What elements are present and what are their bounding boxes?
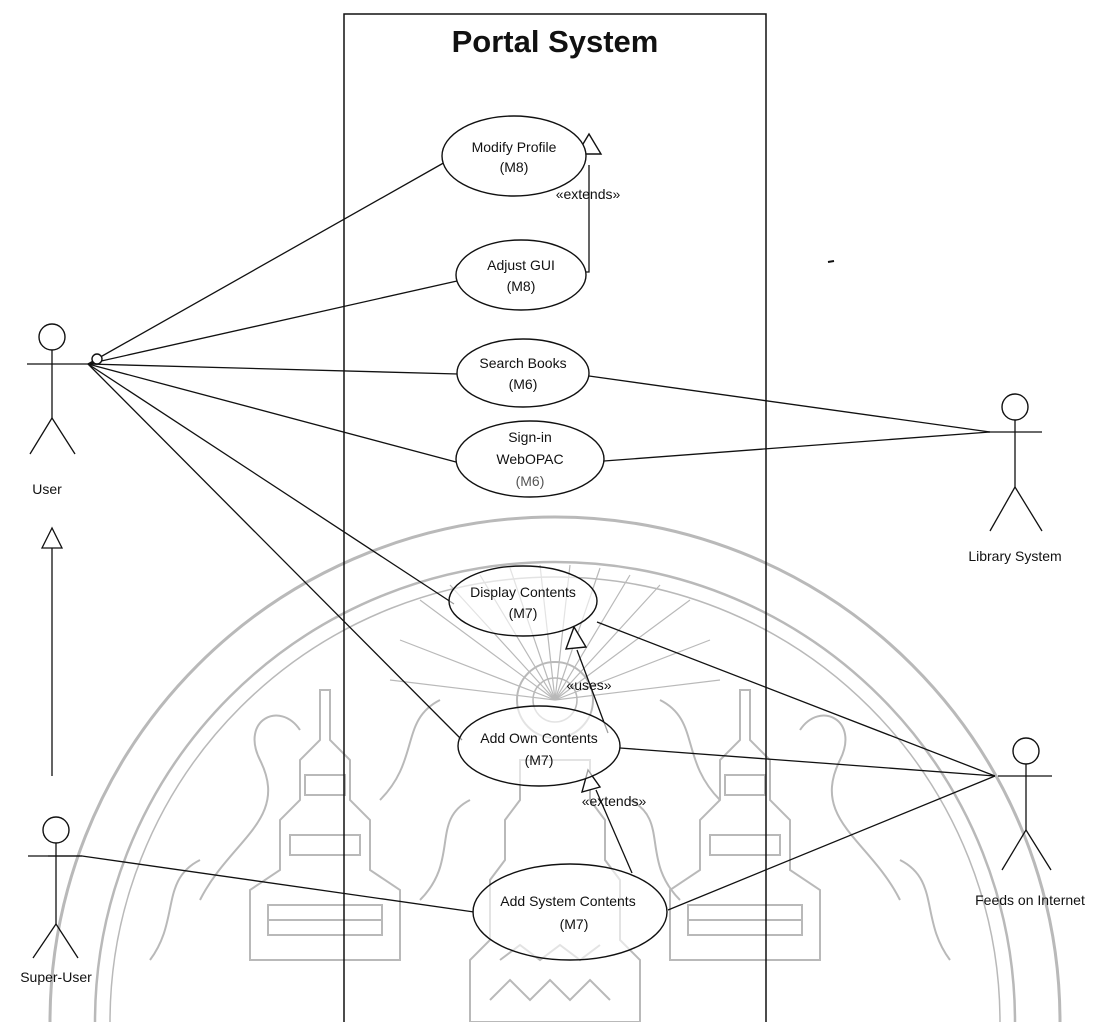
display-contents-label: Display Contents — [470, 584, 576, 600]
uses-label: «uses» — [566, 677, 611, 693]
feeds-stick-figure — [998, 737, 1052, 871]
extends-label-profile: «extends» — [556, 186, 621, 202]
use-case-search-books[interactable]: Search Books (M6) — [456, 338, 590, 408]
extends-label-own: «extends» — [582, 793, 647, 809]
add-own-contents-code: (M7) — [525, 752, 554, 768]
stray-mark — [827, 260, 835, 263]
search-books-code: (M6) — [509, 376, 538, 392]
generalization-arrow — [40, 526, 64, 776]
user-associations — [87, 160, 463, 741]
adjust-gui-code: (M8) — [507, 278, 536, 294]
use-case-modify-profile[interactable]: Modify Profile (M8) — [441, 115, 587, 197]
library-system-label: Library System — [968, 548, 1061, 564]
actor-user[interactable]: User — [27, 323, 103, 497]
library-system-stick-figure — [988, 393, 1043, 532]
system-title: Portal System — [452, 24, 659, 59]
use-case-add-system-contents[interactable]: Add System Contents (M7) — [472, 863, 668, 961]
feeds-label: Feeds on Internet — [975, 892, 1085, 908]
use-case-add-own-contents[interactable]: Add Own Contents (M7) — [457, 705, 621, 787]
adjust-gui-label: Adjust GUI — [487, 257, 555, 273]
actor-library-system[interactable]: Library System — [968, 393, 1062, 564]
modify-profile-code: (M8) — [500, 159, 529, 175]
super-user-label: Super-User — [20, 969, 92, 985]
library-system-associations — [588, 375, 991, 462]
super-user-stick-figure — [28, 816, 82, 959]
uses-relation: «uses» — [564, 625, 612, 734]
add-system-contents-label: Add System Contents — [500, 893, 635, 909]
system-boundary: Portal System — [343, 13, 767, 1022]
add-own-contents-label: Add Own Contents — [480, 730, 598, 746]
search-books-label: Search Books — [479, 355, 566, 371]
use-case-adjust-gui[interactable]: Adjust GUI (M8) — [455, 239, 587, 311]
feeds-associations — [596, 621, 996, 911]
modify-profile-label: Modify Profile — [472, 139, 557, 155]
use-case-display-contents[interactable]: Display Contents (M7) — [448, 565, 598, 637]
sign-in-label: Sign-in — [508, 429, 552, 445]
sign-in-label-2: WebOPAC — [496, 451, 563, 467]
extends-relation-own: «extends» — [581, 768, 647, 874]
university-seal-watermark — [48, 515, 1062, 1022]
add-system-contents-code: (M7) — [560, 916, 589, 932]
use-case-sign-in-webopac[interactable]: Sign-in WebOPAC (M6) — [455, 420, 605, 498]
user-stick-figure — [27, 323, 103, 455]
actor-super-user[interactable]: Super-User — [20, 816, 92, 985]
actor-feeds-on-internet[interactable]: Feeds on Internet — [975, 737, 1085, 908]
user-label: User — [32, 481, 62, 497]
super-user-associations — [48, 855, 475, 913]
display-contents-code: (M7) — [509, 605, 538, 621]
sign-in-code: (M6) — [516, 473, 545, 489]
